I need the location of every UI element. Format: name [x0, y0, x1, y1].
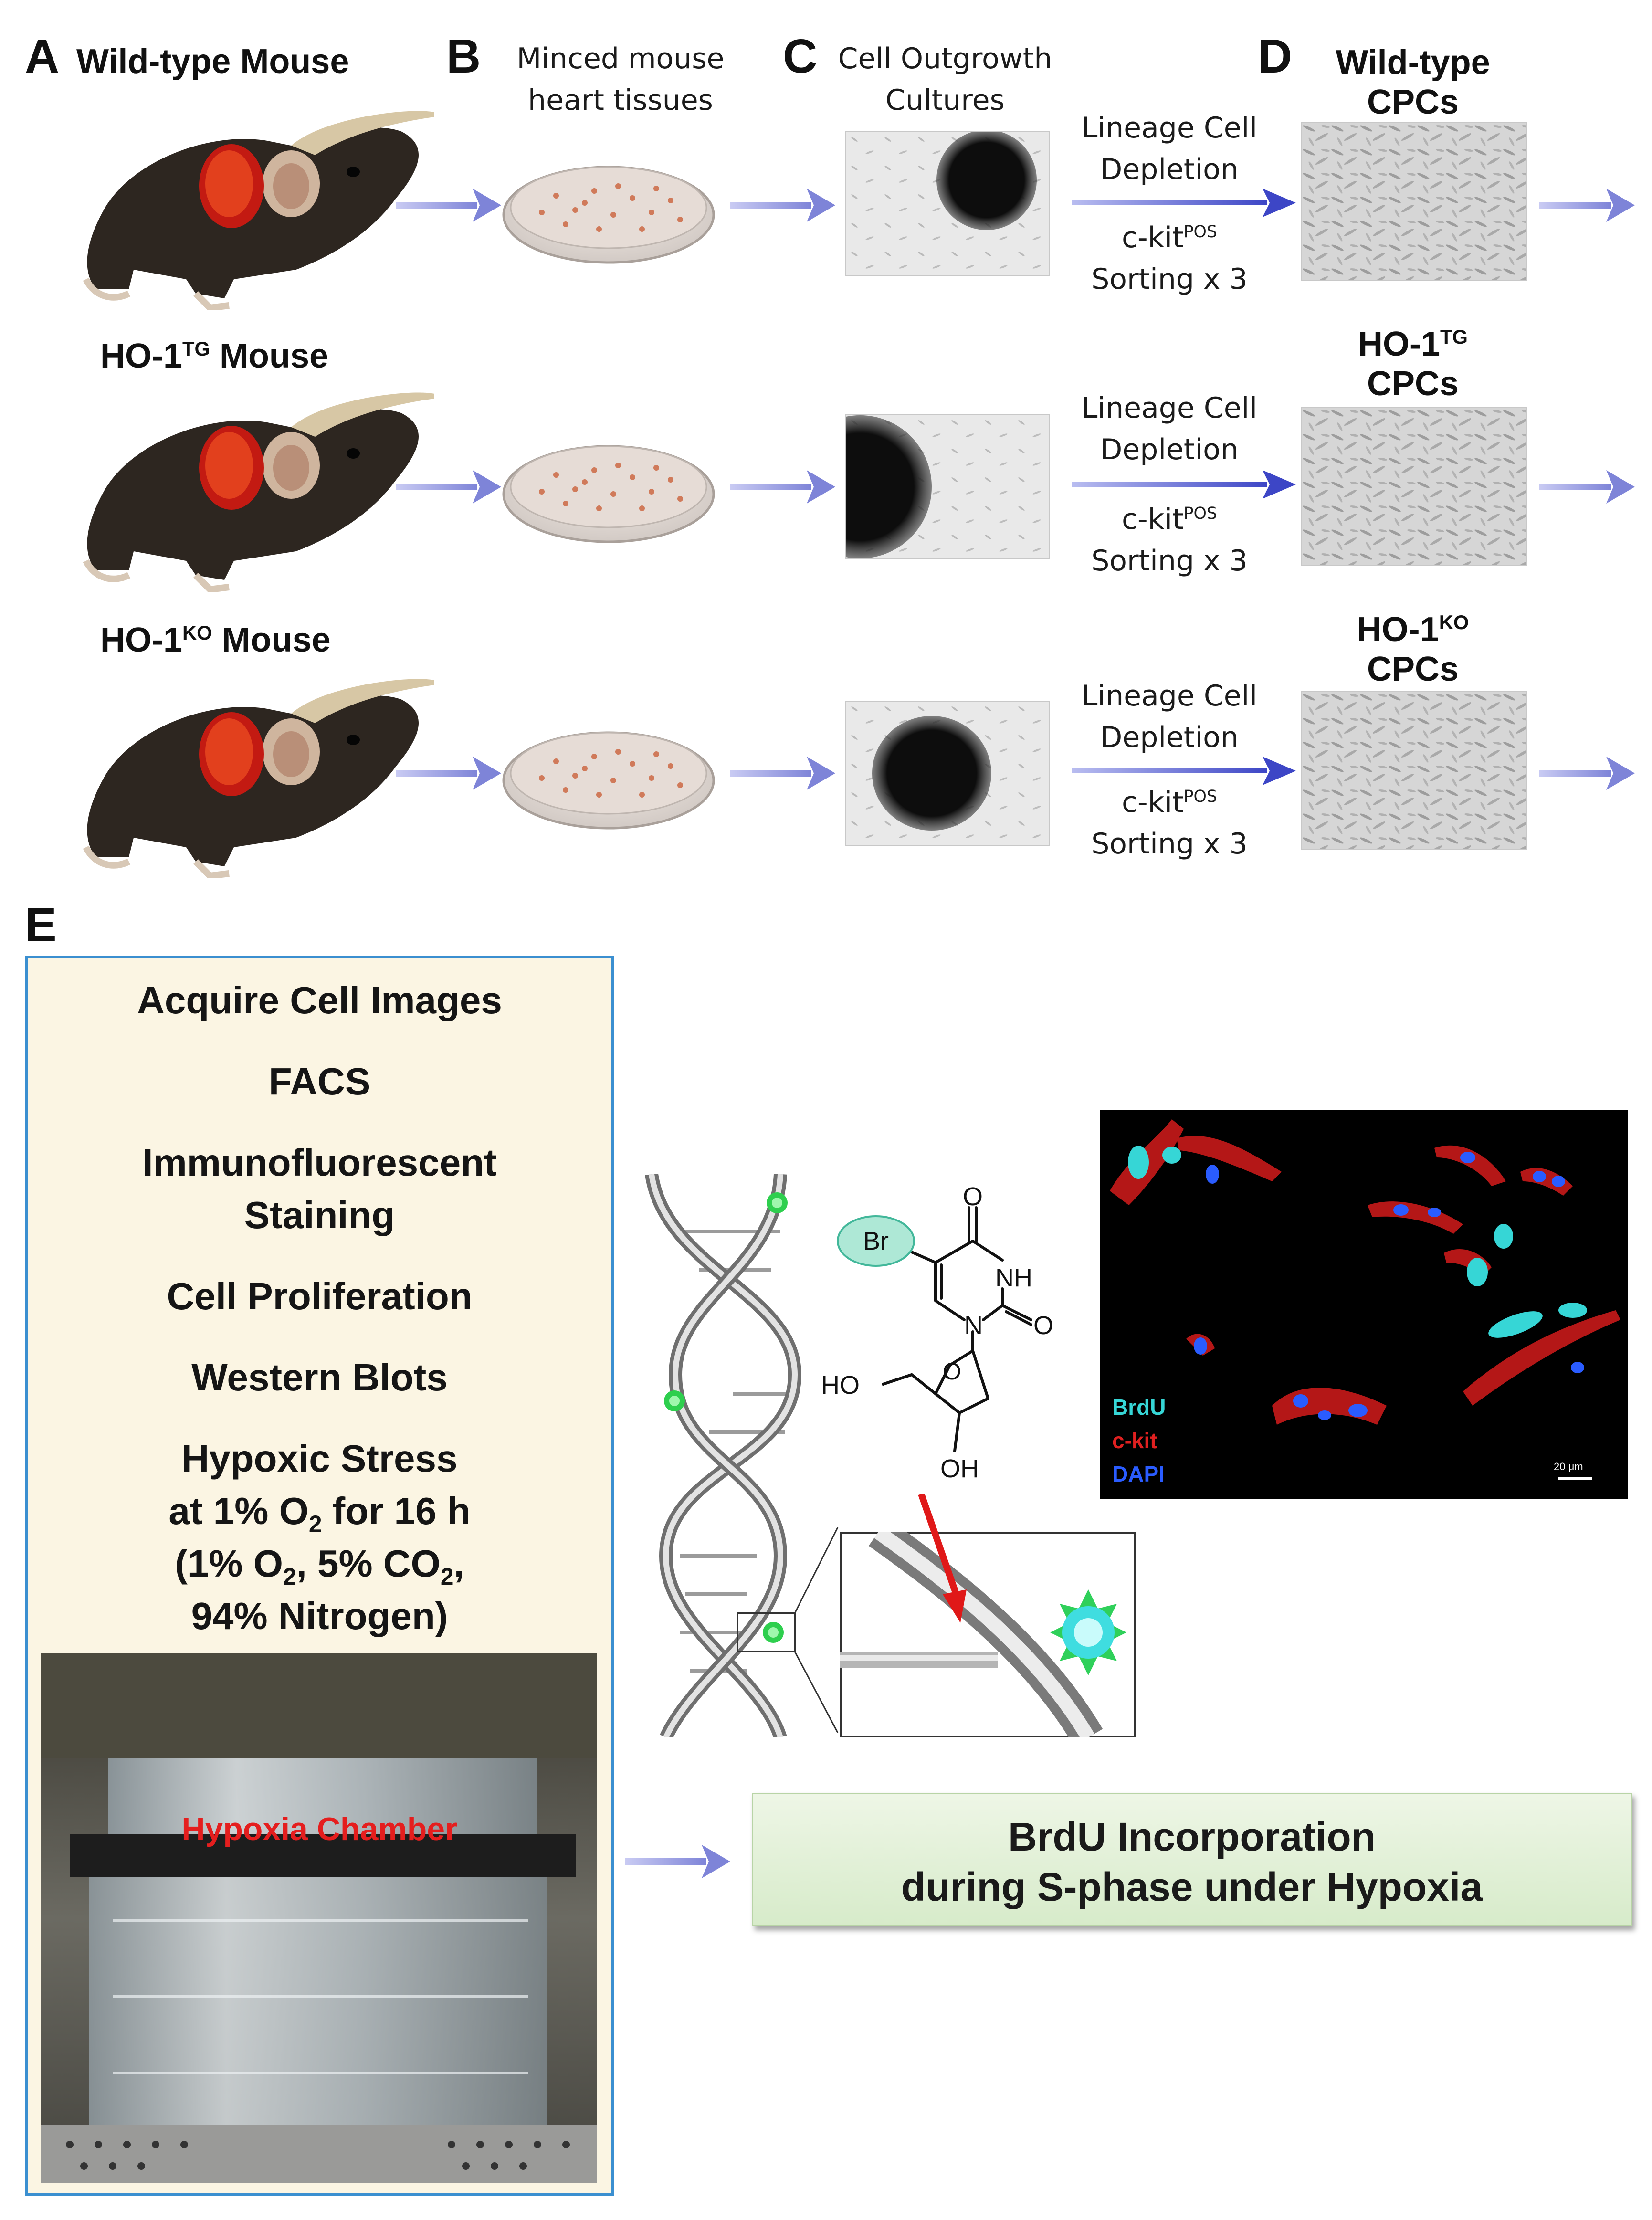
procedure-immunofluorescent: Immunofluorescent: [142, 1141, 497, 1184]
fluorescence-micrograph: BrdU c-kit DAPI 20 μm: [1100, 1110, 1628, 1499]
brdu-br-label: Br: [863, 1227, 889, 1255]
procedure-hypoxic-stress: Hypoxic Stress: [181, 1437, 458, 1480]
legend-dapi: DAPI: [1112, 1462, 1165, 1486]
petri-dish: [502, 445, 715, 543]
cpc-culture-image: [1301, 407, 1527, 566]
procedure-western-blots: Western Blots: [191, 1356, 448, 1399]
outgrowth-culture-image: [845, 414, 1050, 559]
arrow-a-to-b-row3: [396, 757, 501, 790]
ckit-sorting-label: c-kitPOS Sorting x 3: [1091, 786, 1248, 861]
procedure-cell-proliferation: Cell Proliferation: [167, 1275, 473, 1317]
brdu-structure: Br O NH O N HO O OH: [821, 1182, 1053, 1483]
arrow-b-to-c-row3: [730, 757, 835, 790]
panel-letter-d: D: [1258, 30, 1293, 83]
legend-ckit: c-kit: [1112, 1428, 1157, 1453]
hypoxia-gas-mix: (1% O2, 5% CO2,: [175, 1542, 464, 1590]
scale-bar-label: 20 μm: [1554, 1461, 1583, 1473]
mouse-title-wildtype: Wild-type Mouse: [76, 42, 349, 81]
hypoxia-nitrogen: 94% Nitrogen): [191, 1595, 448, 1637]
panel-letter-c: C: [783, 30, 818, 83]
panel-letter-a: A: [25, 30, 60, 83]
ckit-sorting-label: c-kitPOS Sorting x 3: [1091, 503, 1248, 578]
arrow-to-e-row1: [1539, 189, 1635, 222]
ckit-sorting-label: c-kitPOS Sorting x 3: [1091, 221, 1248, 296]
dna-helix-diagram: [645, 1174, 839, 1737]
cpc-title-ho1-tg: HO-1TG CPCs: [1357, 325, 1468, 403]
mouse-title-ho1-ko: HO-1KO Mouse: [100, 621, 331, 659]
brdu-incorporation-banner: BrdU Incorporation during S-phase under …: [752, 1793, 1632, 1926]
brdu-o-right: O: [1033, 1311, 1053, 1340]
brdu-oh: OH: [940, 1454, 979, 1483]
petri-dish: [502, 166, 715, 264]
arrow-b-to-c-row2: [730, 470, 835, 504]
arrow-sorting-row2: [1072, 470, 1296, 499]
arrow-to-e-row2: [1539, 470, 1635, 504]
arrow-a-to-b-row1: [396, 189, 501, 222]
mouse-illustration: [83, 392, 434, 592]
arrow-sorting-row1: [1072, 189, 1296, 217]
dna-zoom-inset: [840, 1532, 1136, 1737]
procedure-staining: Staining: [244, 1194, 395, 1236]
arrow-b-to-c-row1: [730, 189, 835, 222]
legend-brdu: BrdU: [1112, 1395, 1166, 1420]
arrow-chamber-to-banner: [625, 1845, 730, 1878]
arrow-to-e-row3: [1539, 757, 1635, 790]
arrow-a-to-b-row2: [396, 470, 501, 504]
cpc-culture-image: [1301, 691, 1527, 850]
petri-dish: [502, 731, 715, 830]
hypoxia-duration: at 1% O2 for 16 h: [168, 1490, 471, 1537]
procedure-facs: FACS: [268, 1060, 371, 1103]
brdu-o-top: O: [963, 1182, 983, 1211]
brdu-o-ring: O: [943, 1358, 961, 1385]
procedures-box: Acquire Cell Images FACS Immunofluoresce…: [25, 956, 614, 2196]
brdu-n: N: [964, 1311, 983, 1340]
hypoxia-chamber-label: Hypoxia Chamber: [181, 1811, 458, 1847]
mouse-illustration: [83, 679, 434, 878]
brdu-nh: NH: [995, 1263, 1032, 1292]
procedure-acquire-images: Acquire Cell Images: [137, 979, 502, 1021]
red-arrow-incorporation: [918, 1494, 967, 1623]
hypoxia-chamber-photo: [41, 1653, 597, 2183]
outgrowth-culture-image: [845, 131, 1050, 276]
panel-letter-b: B: [446, 30, 481, 83]
cpc-title-ho1-ko: HO-1KO CPCs: [1357, 610, 1469, 688]
cpc-culture-image: [1301, 122, 1527, 281]
banner-line-2: during S-phase under Hypoxia: [901, 1864, 1483, 1909]
mouse-illustration: [83, 111, 434, 310]
outgrowth-culture-image: [845, 701, 1050, 846]
fluorescence-cells: [1110, 1119, 1620, 1480]
panel-letter-e: E: [25, 898, 57, 952]
arrow-sorting-row3: [1072, 757, 1296, 785]
banner-line-1: BrdU Incorporation: [1008, 1814, 1376, 1859]
mouse-title-ho1-tg: HO-1TG Mouse: [100, 337, 329, 375]
brdu-ho: HO: [821, 1371, 860, 1399]
